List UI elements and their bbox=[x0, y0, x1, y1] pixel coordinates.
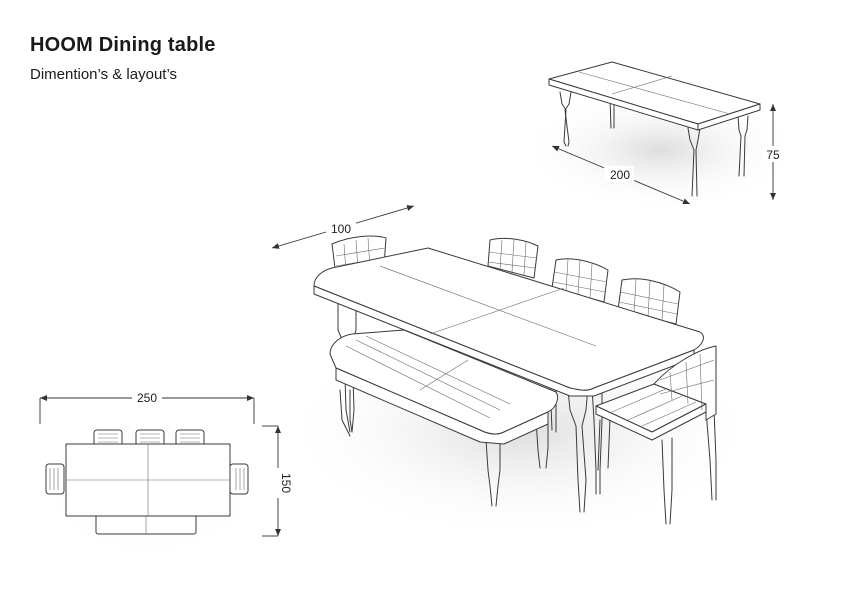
dimension-height-75: 75 bbox=[762, 104, 784, 200]
dimension-length-200: 200 bbox=[551, 145, 691, 205]
set-table-top-edge bbox=[313, 285, 695, 397]
plan-chairs-top bbox=[93, 429, 205, 447]
chair-front-right bbox=[595, 345, 717, 525]
dimension-label-bg bbox=[132, 390, 162, 406]
chair bbox=[487, 237, 539, 279]
dimension-width-100: 100 bbox=[271, 205, 415, 249]
bench-seat-edge bbox=[335, 367, 549, 445]
dimension-label-bg bbox=[326, 220, 356, 236]
dimension-plan-width-label: 150 bbox=[279, 473, 293, 493]
dimension-width-label: 100 bbox=[331, 222, 351, 236]
table-seam-long bbox=[578, 71, 731, 115]
dimension-plan-length-label: 250 bbox=[137, 391, 157, 405]
dining-set-isometric-view bbox=[280, 235, 760, 540]
dimension-label-bg bbox=[268, 468, 288, 498]
dimension-label-bg bbox=[762, 146, 784, 162]
plan-chairs-sides bbox=[45, 463, 249, 495]
dimension-plan-250: 250 bbox=[39, 390, 255, 424]
table-isometric-view bbox=[520, 61, 800, 210]
page-subtitle: Dimention’s & layout’s bbox=[30, 66, 178, 83]
table-top-side-edge bbox=[697, 103, 761, 131]
dimension-length-label: 200 bbox=[610, 168, 630, 182]
plan-view bbox=[40, 420, 260, 560]
dimension-height-label: 75 bbox=[766, 148, 780, 162]
dimension-plan-150: 150 bbox=[262, 425, 293, 537]
page-title: HOOM Dining table bbox=[30, 34, 216, 56]
dimension-label-bg bbox=[604, 166, 634, 182]
table-legs bbox=[559, 91, 749, 197]
set-table-seam-long bbox=[379, 265, 597, 347]
bench bbox=[329, 329, 559, 507]
table-seam-cross bbox=[611, 75, 673, 95]
set-table-seam-cross bbox=[429, 287, 565, 335]
